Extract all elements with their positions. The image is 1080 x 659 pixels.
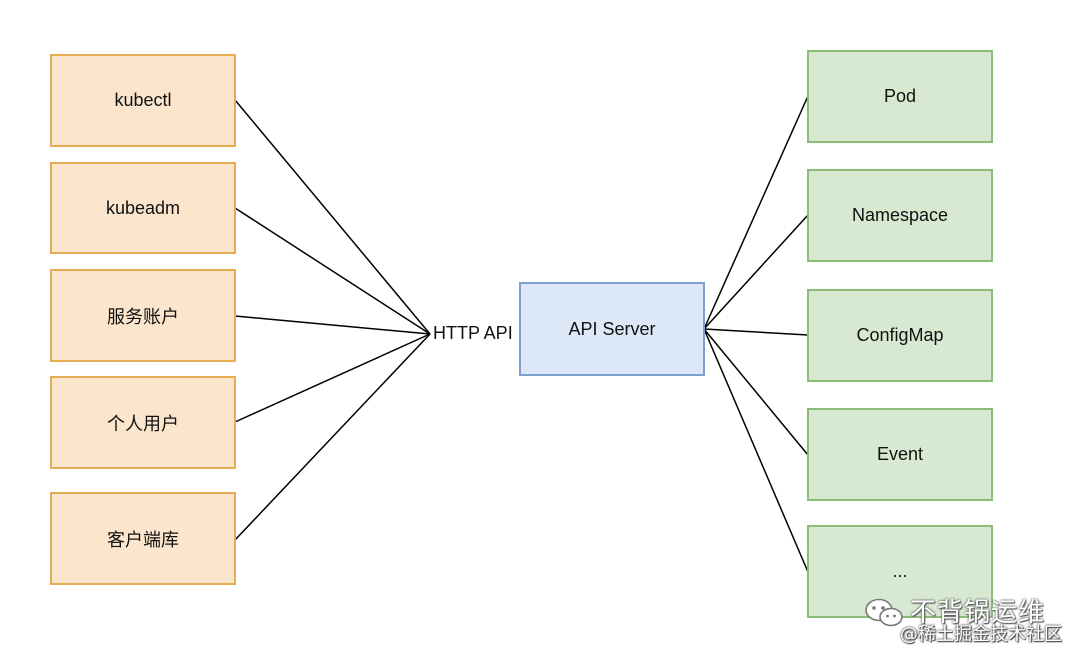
edge-server-event: [703, 328, 809, 456]
wechat-icon: [865, 598, 903, 627]
edge-kubeadm-httpapi: [234, 207, 431, 335]
client-box-kubectl: kubectl: [50, 54, 236, 147]
client-label: 个人用户: [107, 413, 179, 434]
edge-service-account-httpapi: [234, 315, 431, 335]
client-label: kubeadm: [105, 197, 181, 218]
edge-server-pod: [703, 95, 809, 330]
resource-box-event: Event: [807, 408, 993, 501]
edge-server-configmap: [703, 328, 809, 336]
resource-label: ...: [892, 561, 908, 581]
resource-label: Event: [876, 444, 924, 464]
client-box-personal-user: 个人用户: [50, 376, 236, 469]
resource-box-namespace: Namespace: [807, 169, 993, 262]
edge-server-more: [703, 328, 809, 573]
api-server-box: API Server: [519, 282, 705, 376]
edge-kubectl-httpapi: [234, 99, 431, 335]
resource-label: ConfigMap: [856, 325, 944, 345]
api-server-label: API Server: [568, 318, 656, 339]
client-label: 客户端库: [107, 529, 179, 550]
client-label: 服务账户: [107, 306, 179, 327]
watermark: 不背锅运维 @稀土掘金技术社区: [862, 586, 1074, 646]
client-box-client-library: 客户端库: [50, 492, 236, 585]
resource-box-configmap: ConfigMap: [807, 289, 993, 382]
resource-box-pod: Pod: [807, 50, 993, 143]
http-api-label: HTTP API: [431, 323, 515, 344]
resource-label: Pod: [883, 86, 917, 106]
watermark-community-name: @稀土掘金技术社区: [900, 624, 1062, 645]
edge-personal-user-httpapi: [234, 333, 431, 423]
resource-label: Namespace: [851, 205, 949, 225]
client-box-service-account: 服务账户: [50, 269, 236, 362]
client-box-kubeadm: kubeadm: [50, 162, 236, 254]
watermark-account-name: 不背锅运维: [910, 598, 1046, 628]
edge-client-library-httpapi: [234, 333, 431, 541]
edge-server-namespace: [703, 214, 809, 330]
client-label: kubectl: [114, 90, 172, 110]
